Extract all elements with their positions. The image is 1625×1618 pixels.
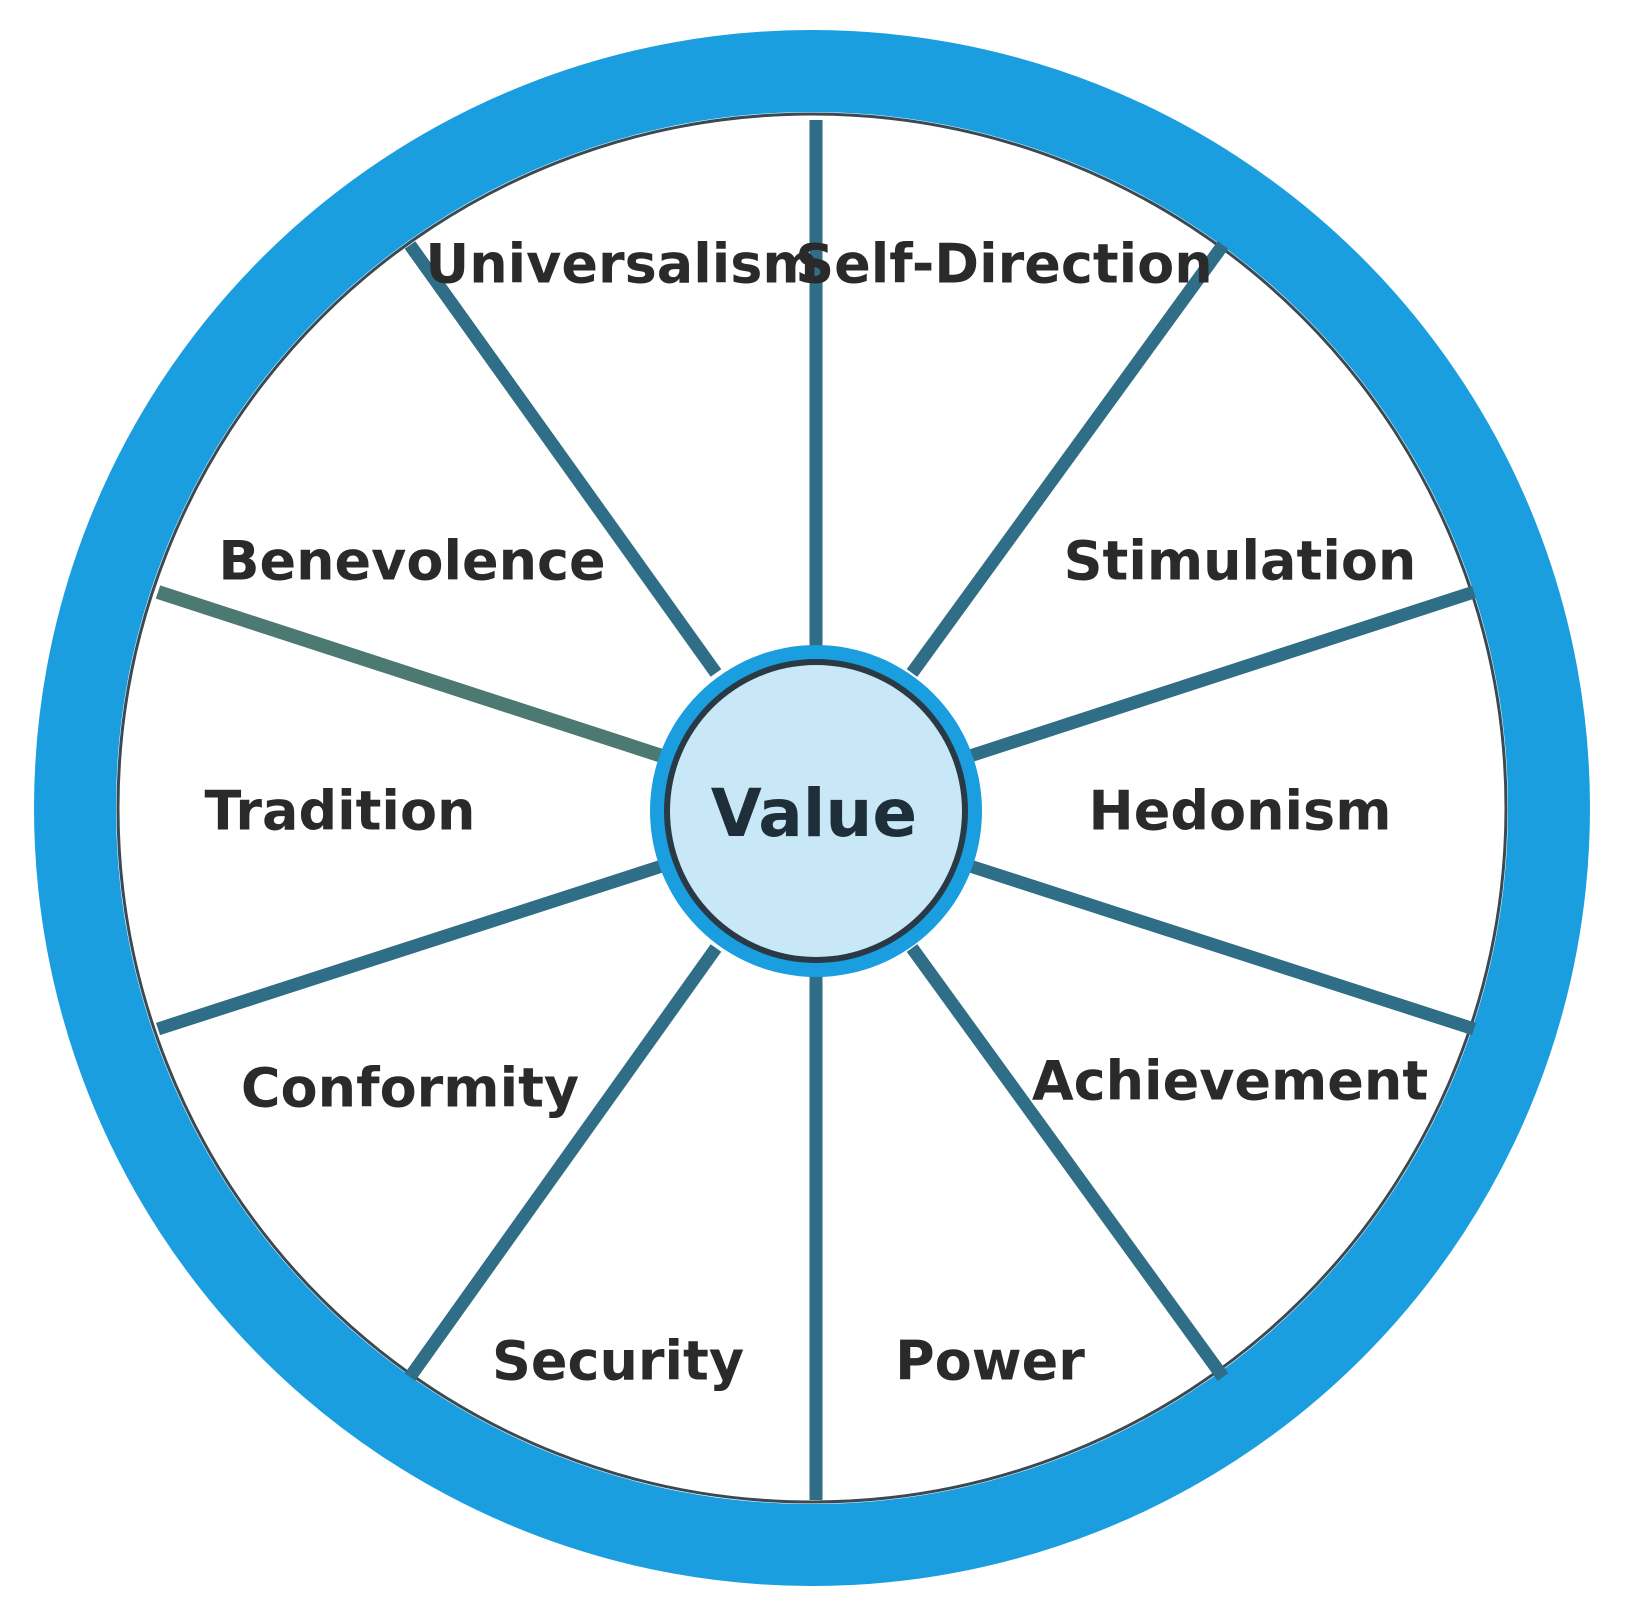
center-label: Value xyxy=(711,775,917,852)
label-hedonism: Hedonism xyxy=(1089,780,1392,843)
label-universalism: Universalism xyxy=(425,233,818,296)
spoke-self-direction-stimulation xyxy=(906,241,1229,677)
center-hub xyxy=(670,665,962,957)
spokes xyxy=(155,120,1477,1500)
label-self-direction: Self-Direction xyxy=(795,233,1212,296)
segment-labels: Self-Direction Stimulation Hedonism Achi… xyxy=(204,233,1428,1393)
label-conformity: Conformity xyxy=(241,1057,579,1120)
label-tradition: Tradition xyxy=(204,780,475,843)
spoke-conformity-tradition xyxy=(155,859,665,1036)
spoke-benevolence-universalism xyxy=(404,241,722,677)
label-achievement: Achievement xyxy=(1032,1050,1428,1113)
spoke-tradition-benevolence xyxy=(155,585,665,763)
spoke-stimulation-hedonism xyxy=(967,585,1477,763)
outer-ring xyxy=(34,30,1590,1586)
label-benevolence: Benevolence xyxy=(218,530,605,593)
spoke-security-conformity xyxy=(404,944,722,1381)
spoke-achievement-power xyxy=(906,944,1229,1381)
label-security: Security xyxy=(492,1330,744,1393)
label-stimulation: Stimulation xyxy=(1064,530,1417,593)
label-power: Power xyxy=(895,1330,1085,1393)
spoke-hedonism-achievement xyxy=(967,859,1477,1036)
